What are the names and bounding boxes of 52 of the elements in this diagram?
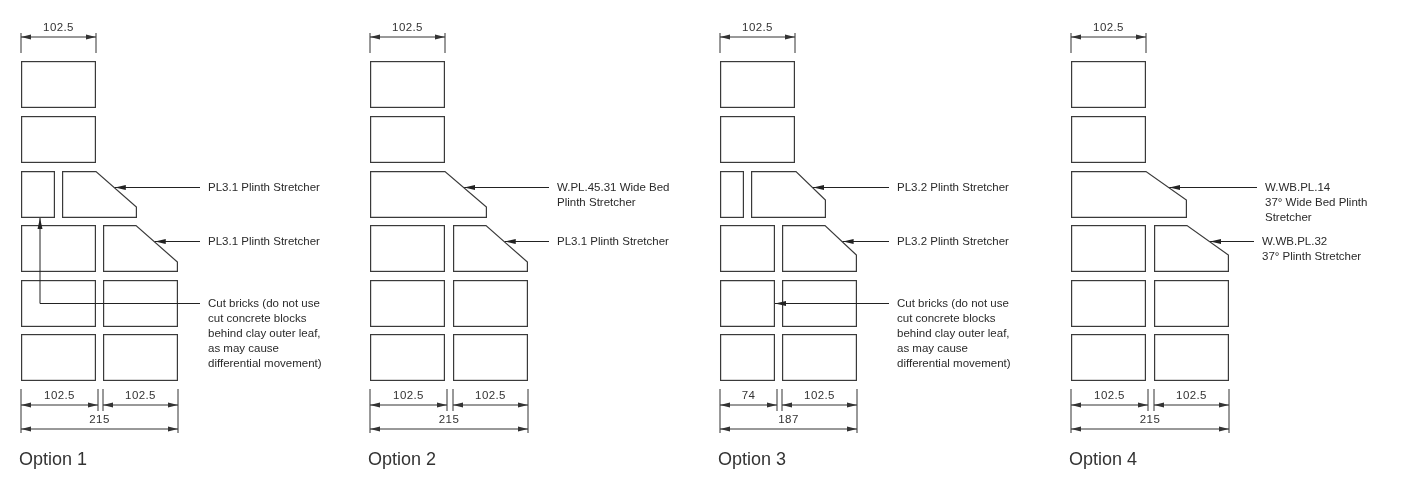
- plinth-brick: [1071, 171, 1187, 218]
- callout-text: PL3.2 Plinth Stretcher: [897, 234, 1009, 249]
- option-title: Option 3: [718, 448, 787, 470]
- leader-line: [154, 239, 201, 244]
- callout-text: W.PL.45.31 Wide Bed Plinth Stretcher: [557, 180, 671, 210]
- dimension-value: 102.5: [1175, 388, 1208, 402]
- callout-text: PL3.1 Plinth Stretcher: [208, 180, 320, 195]
- leader-line: [774, 301, 890, 306]
- leader-line: [1209, 239, 1255, 244]
- dimension-value: 102.5: [474, 388, 507, 402]
- dimension-value: 102.5: [391, 20, 424, 34]
- callout-text: PL3.1 Plinth Stretcher: [208, 234, 320, 249]
- plinth-brick: [21, 171, 55, 218]
- dimension-value: 102.5: [1092, 20, 1125, 34]
- dimension-value: 187: [777, 412, 800, 426]
- dimension-value: 215: [437, 412, 461, 426]
- dimension-value: 102.5: [1093, 388, 1126, 402]
- callout-text: Cut bricks (do not use cut concrete blocks behind clay outer leaf, as may cause differential movement): [208, 296, 323, 371]
- dimension-value: 102.5: [42, 20, 75, 34]
- leader-line: [463, 185, 550, 190]
- leader-line: [842, 239, 890, 244]
- callout-text: PL3.1 Plinth Stretcher: [557, 234, 669, 249]
- leader-line: [1168, 185, 1258, 190]
- plinth-brick: [453, 225, 528, 272]
- dimension-value: 102.5: [741, 20, 774, 34]
- plinth-brick: [782, 225, 857, 272]
- plinth-brick: [103, 225, 178, 272]
- plinth-brick: [1154, 225, 1229, 272]
- callout-text: PL3.2 Plinth Stretcher: [897, 180, 1009, 195]
- dimension-value: 74: [740, 388, 757, 402]
- dimension-value: 102.5: [803, 388, 836, 402]
- option-title: Option 4: [1069, 448, 1138, 470]
- callout-text: Cut bricks (do not use cut concrete blocks behind clay outer leaf, as may cause differential movement): [897, 296, 1012, 371]
- callout-text: W.WB.PL.14: [1265, 180, 1332, 195]
- option-title: Option 1: [19, 448, 88, 470]
- leader-line: [504, 239, 550, 244]
- plinth-brick: [751, 171, 826, 218]
- dimension-value: 102.5: [392, 388, 425, 402]
- dimension-value: 102.5: [124, 388, 157, 402]
- dimension-value: 215: [1138, 412, 1162, 426]
- leader-line: [812, 185, 890, 190]
- callout-text: 37° Plinth Stretcher: [1262, 249, 1362, 264]
- callout-text: W.WB.PL.32: [1262, 234, 1329, 249]
- dimension-value: 215: [88, 412, 111, 426]
- leader-line: [114, 185, 201, 190]
- callout-text: 37° Wide Bed Plinth Stretcher: [1265, 195, 1369, 225]
- leader-line: [37, 217, 201, 304]
- plinth-brick: [370, 171, 487, 218]
- option-title: Option 2: [368, 448, 437, 470]
- plinth-brick: [62, 171, 137, 218]
- plinth-brick: [720, 280, 775, 327]
- dimension-value: 102.5: [43, 388, 76, 402]
